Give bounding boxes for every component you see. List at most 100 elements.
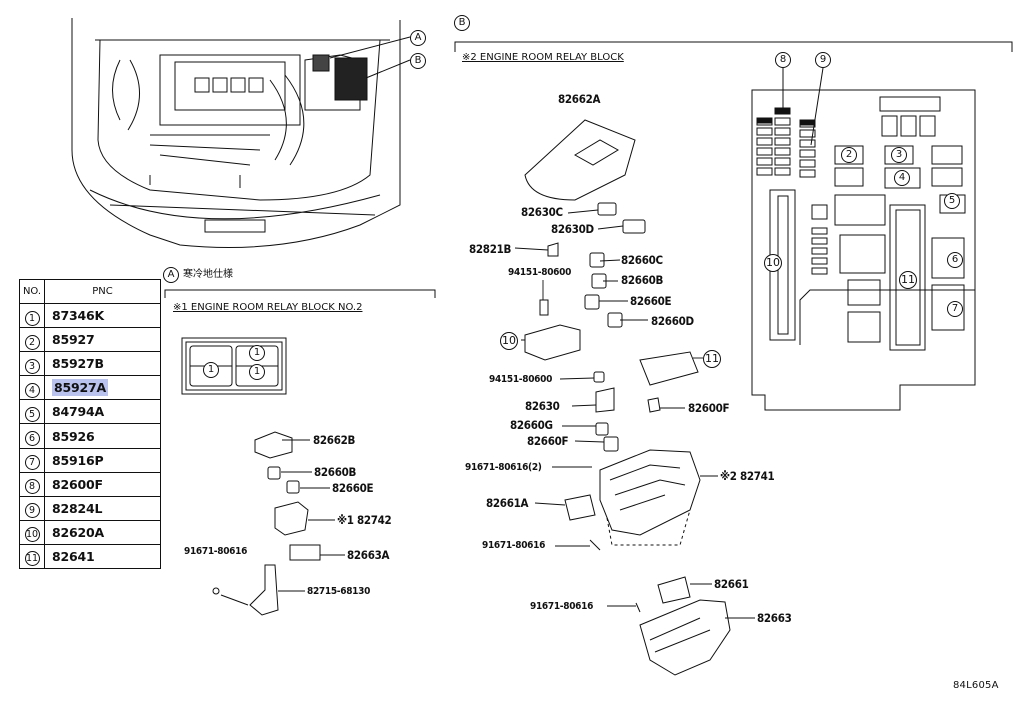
ref-11: 11 xyxy=(899,271,917,289)
pnc-cell[interactable]: 85927 xyxy=(44,327,161,353)
part-82630: 82630 xyxy=(525,399,560,413)
ref-3: 3 xyxy=(891,147,907,163)
pnc-cell[interactable]: 84794A xyxy=(44,399,161,425)
part-82660d: 82660D xyxy=(651,314,694,328)
table-row[interactable]: 6 85926 xyxy=(19,423,161,449)
callout-a: A xyxy=(410,30,426,46)
pnc-table: NO. PNC 1 87346K 2 85927 3 85927B 4 85927A 5 8479… xyxy=(19,279,161,570)
ref-10-part: 10 xyxy=(500,332,518,350)
part-82663: 82663 xyxy=(757,611,792,625)
table-row[interactable]: 5 84794A xyxy=(19,399,161,425)
row-number-cell: 1 xyxy=(19,302,45,329)
pnc-cell[interactable]: 85927A xyxy=(44,375,161,401)
section-a-block-title: ※1 ENGINE ROOM RELAY BLOCK NO.2 xyxy=(173,302,363,313)
row-number-cell: 5 xyxy=(19,399,45,425)
pnc-value[interactable]: 85927 xyxy=(52,332,95,348)
pnc-value[interactable]: 85927B xyxy=(52,356,104,372)
part-91671-80616-b: 91671-80616 xyxy=(482,540,546,551)
pnc-cell[interactable]: 82641 xyxy=(44,543,161,570)
pnc-value[interactable]: 84794A xyxy=(52,404,104,420)
part-82661: 82661 xyxy=(714,577,749,591)
part-82662b: 82662B xyxy=(313,433,356,447)
pnc-value[interactable]: 82641 xyxy=(52,548,95,564)
table-row[interactable]: 1 87346K xyxy=(19,302,161,329)
part-82660b-left: 82660B xyxy=(314,465,357,479)
pnc-cell[interactable]: 82620A xyxy=(44,519,161,545)
table-row[interactable]: 7 85916P xyxy=(19,447,161,473)
table-row[interactable]: 3 85927B xyxy=(19,351,161,377)
col-pnc-header: PNC xyxy=(44,279,161,304)
row-number-cell: 7 xyxy=(19,447,45,473)
row-number: 1 xyxy=(24,310,40,326)
pnc-cell[interactable]: 85916P xyxy=(44,447,161,473)
part-91671-80616-left: 91671-80616 xyxy=(184,546,248,557)
ref-1-in-block-no2: 1 xyxy=(249,364,265,380)
table-row[interactable]: 11 82641 xyxy=(19,543,161,570)
ref-7: 7 xyxy=(947,301,963,317)
part-82661a: 82661A xyxy=(486,496,529,510)
row-number: 3 xyxy=(24,358,40,374)
pnc-cell[interactable]: 85927B xyxy=(44,351,161,377)
row-number-cell: 3 xyxy=(19,351,45,377)
row-number: 9 xyxy=(24,503,40,519)
row-number-cell: 2 xyxy=(19,327,45,353)
part-82742: ※1 82742 xyxy=(337,513,392,527)
ref-1-in-block-no2: 1 xyxy=(203,362,219,378)
pnc-cell[interactable]: 82600F xyxy=(44,471,161,497)
ref-4: 4 xyxy=(894,170,910,186)
table-row[interactable]: 4 85927A xyxy=(19,375,161,401)
row-number-cell: 9 xyxy=(19,495,45,521)
section-a-marker: A xyxy=(163,267,179,283)
ref-6: 6 xyxy=(947,252,963,268)
part-94151-80600-a: 94151-80600 xyxy=(508,267,572,278)
pnc-value[interactable]: 82600F xyxy=(52,476,103,492)
pnc-cell[interactable]: 82824L xyxy=(44,495,161,521)
pnc-cell[interactable]: 85926 xyxy=(44,423,161,449)
row-number-cell: 6 xyxy=(19,423,45,449)
table-row[interactable]: 10 82620A xyxy=(19,519,161,545)
part-82660c: 82660C xyxy=(621,253,663,267)
pnc-value[interactable]: 85926 xyxy=(52,428,95,444)
part-82630c: 82630C xyxy=(521,205,563,219)
row-number-cell: 10 xyxy=(19,519,45,545)
pnc-cell[interactable]: 87346K xyxy=(44,302,161,329)
row-number: 7 xyxy=(24,455,40,471)
row-number: 5 xyxy=(24,406,40,422)
pnc-value[interactable]: 87346K xyxy=(52,308,104,324)
part-82660b: 82660B xyxy=(621,273,664,287)
callout-b: B xyxy=(410,53,426,69)
table-row[interactable]: 8 82600F xyxy=(19,471,161,497)
diagram-code: 84L605A xyxy=(953,680,999,691)
section-b-block-title: ※2 ENGINE ROOM RELAY BLOCK xyxy=(462,52,624,63)
col-no-header: NO. xyxy=(19,279,45,304)
part-82660e: 82660E xyxy=(630,294,672,308)
part-82741: ※2 82741 xyxy=(720,469,775,483)
right-parts-art xyxy=(524,119,731,676)
part-82630d: 82630D xyxy=(551,222,594,236)
pnc-value[interactable]: 82620A xyxy=(52,524,104,540)
ref-11-part: 11 xyxy=(703,350,721,368)
table-row[interactable]: 9 82824L xyxy=(19,495,161,521)
row-number-cell: 4 xyxy=(19,375,45,401)
part-91671-80616-c: 91671-80616 xyxy=(530,601,594,612)
table-row[interactable]: 2 85927 xyxy=(19,327,161,353)
part-82663a: 82663A xyxy=(347,548,390,562)
ref-8: 8 xyxy=(775,52,791,68)
row-number: 8 xyxy=(24,479,40,495)
row-number: 11 xyxy=(24,551,40,567)
ref-5: 5 xyxy=(944,193,960,209)
relay-block-no2 xyxy=(181,337,287,395)
row-number: 2 xyxy=(24,334,40,350)
table-header-row: NO. PNC xyxy=(19,279,161,304)
part-82821b: 82821B xyxy=(469,242,512,256)
pnc-value[interactable]: 85916P xyxy=(52,452,104,468)
part-82600f: 82600F xyxy=(688,401,730,415)
pnc-value[interactable]: 85927A xyxy=(52,379,108,397)
left-parts-art xyxy=(212,431,345,616)
row-number-cell: 11 xyxy=(19,543,45,570)
pnc-value[interactable]: 82824L xyxy=(52,500,103,516)
row-number: 4 xyxy=(24,382,40,398)
row-number: 10 xyxy=(24,527,40,543)
row-number-cell: 8 xyxy=(19,471,45,497)
